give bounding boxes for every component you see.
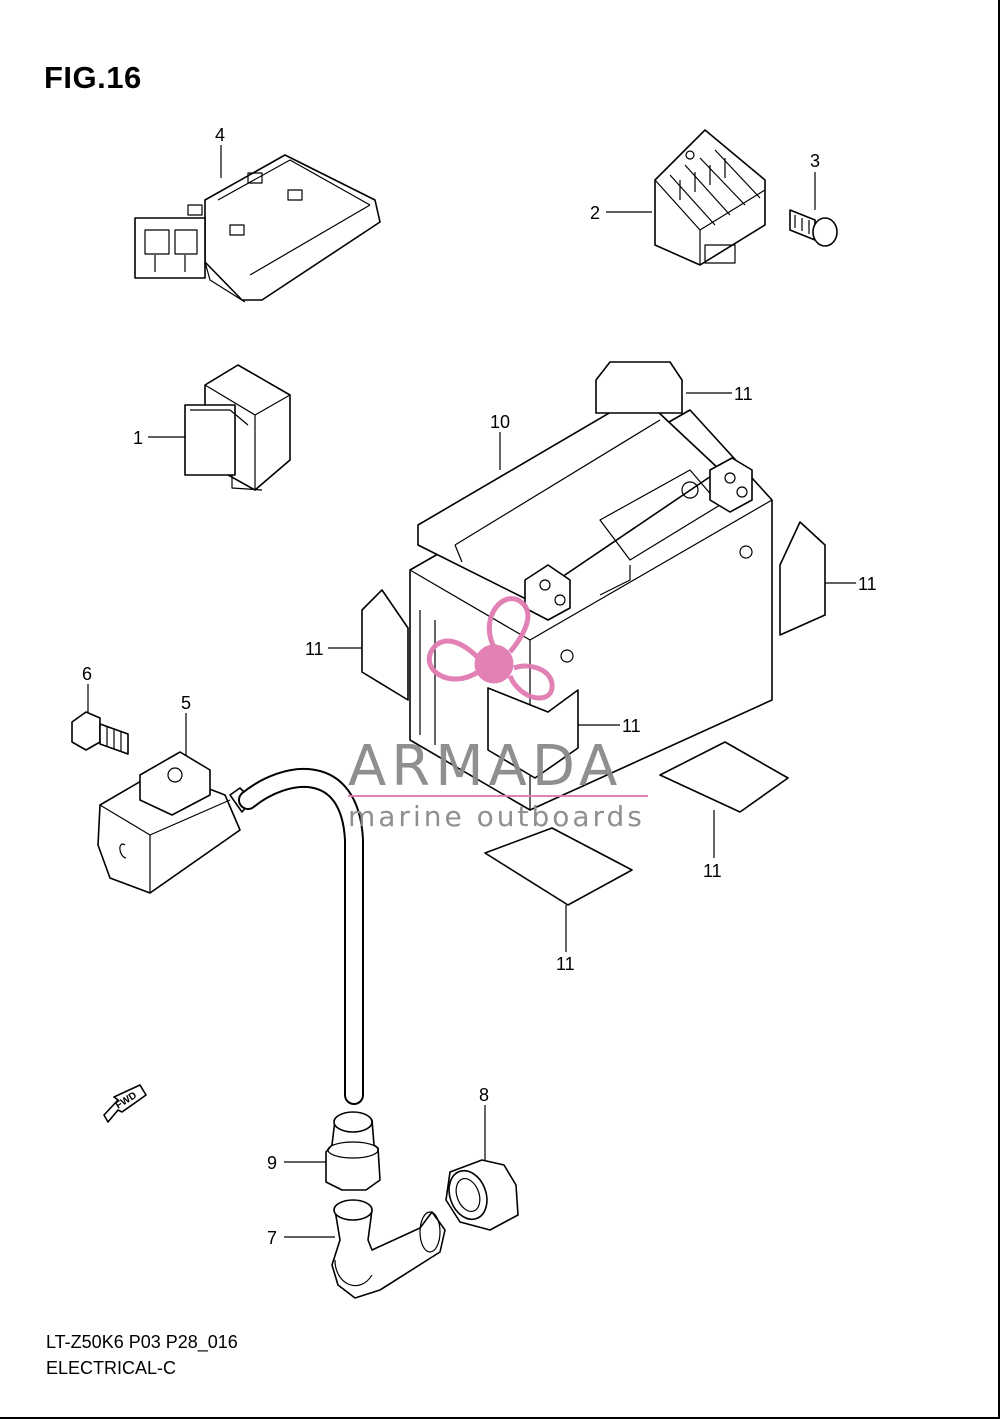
callout-11-front: 11 [622, 716, 641, 736]
leader-lines [87, 145, 856, 1238]
callout-5: 5 [181, 693, 191, 713]
part-9-grommet [325, 1111, 381, 1191]
part-11-pad-bottom-left [484, 827, 633, 906]
part-7-boot [331, 1199, 446, 1299]
part-11-pad-left [361, 589, 409, 701]
callout-8: 8 [479, 1085, 489, 1105]
part-5-sensor [97, 751, 364, 1105]
callout-3: 3 [810, 151, 820, 171]
part-3-bolt [789, 209, 838, 247]
callout-11-top: 11 [734, 384, 753, 404]
armada-watermark: ARMADA marine outboards [348, 596, 648, 833]
callout-11-left: 11 [305, 639, 324, 659]
callout-11-bottom-left: 11 [556, 954, 575, 974]
model-code: LT-Z50K6 P03 P28_016 [46, 1332, 238, 1352]
callout-6: 6 [82, 664, 92, 684]
callout-11-bottom-right: 11 [703, 861, 722, 881]
callout-2: 2 [590, 203, 600, 223]
callout-9: 9 [267, 1153, 277, 1173]
callout-labels: 1 2 3 4 5 6 7 8 9 10 11 11 11 11 11 11 [82, 125, 877, 1248]
part-11-pad-right [779, 521, 826, 636]
part-4-cdi-unit [134, 154, 381, 303]
part-11-pad-front [487, 687, 579, 779]
callout-11-right: 11 [858, 574, 877, 594]
callout-10: 10 [490, 412, 510, 432]
watermark-brand: ARMADA [348, 734, 622, 799]
fwd-direction-arrow: FWD [103, 1084, 147, 1123]
callout-4: 4 [215, 125, 225, 145]
part-2-regulator [654, 129, 766, 266]
callout-1: 1 [133, 428, 143, 448]
part-11-pad-bottom-right [659, 741, 789, 813]
part-6-bolt [71, 711, 129, 755]
part-11-pad-top [595, 361, 683, 414]
watermark-tagline: marine outboards [348, 800, 645, 833]
part-8-cap [445, 1159, 519, 1231]
battery-terminal-negative [709, 457, 753, 513]
section-name: ELECTRICAL-C [46, 1358, 177, 1378]
figure-title: FIG.16 [44, 60, 142, 95]
callout-7: 7 [267, 1228, 277, 1248]
part-1-relay [184, 364, 291, 491]
armada-propeller-logo [426, 596, 555, 701]
